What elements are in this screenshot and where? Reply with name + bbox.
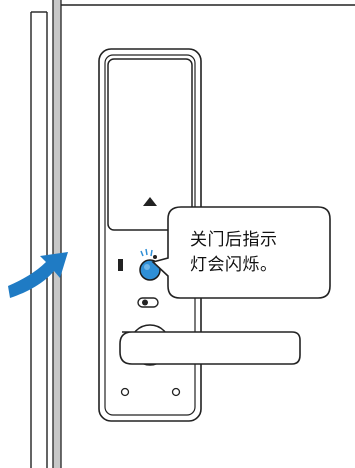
door-frame: [30, 0, 355, 468]
status-mark-icon: [118, 259, 123, 271]
screw-right-icon: [171, 387, 181, 397]
slider-switch-icon: [137, 297, 159, 308]
indicator-light-icon: [139, 248, 161, 281]
door-handle: [119, 324, 301, 366]
screw-left-icon: [120, 387, 130, 397]
up-arrow-icon: [143, 197, 157, 206]
callout-text: 关门后指示 灯会闪烁。: [190, 228, 320, 278]
callout-line-1: 关门后指示: [190, 230, 278, 250]
lock-top-panel: [107, 58, 193, 231]
curved-arrow-icon: [8, 252, 68, 298]
callout-line-2: 灯会闪烁。: [190, 255, 278, 275]
callout-bubble: [151, 206, 331, 299]
